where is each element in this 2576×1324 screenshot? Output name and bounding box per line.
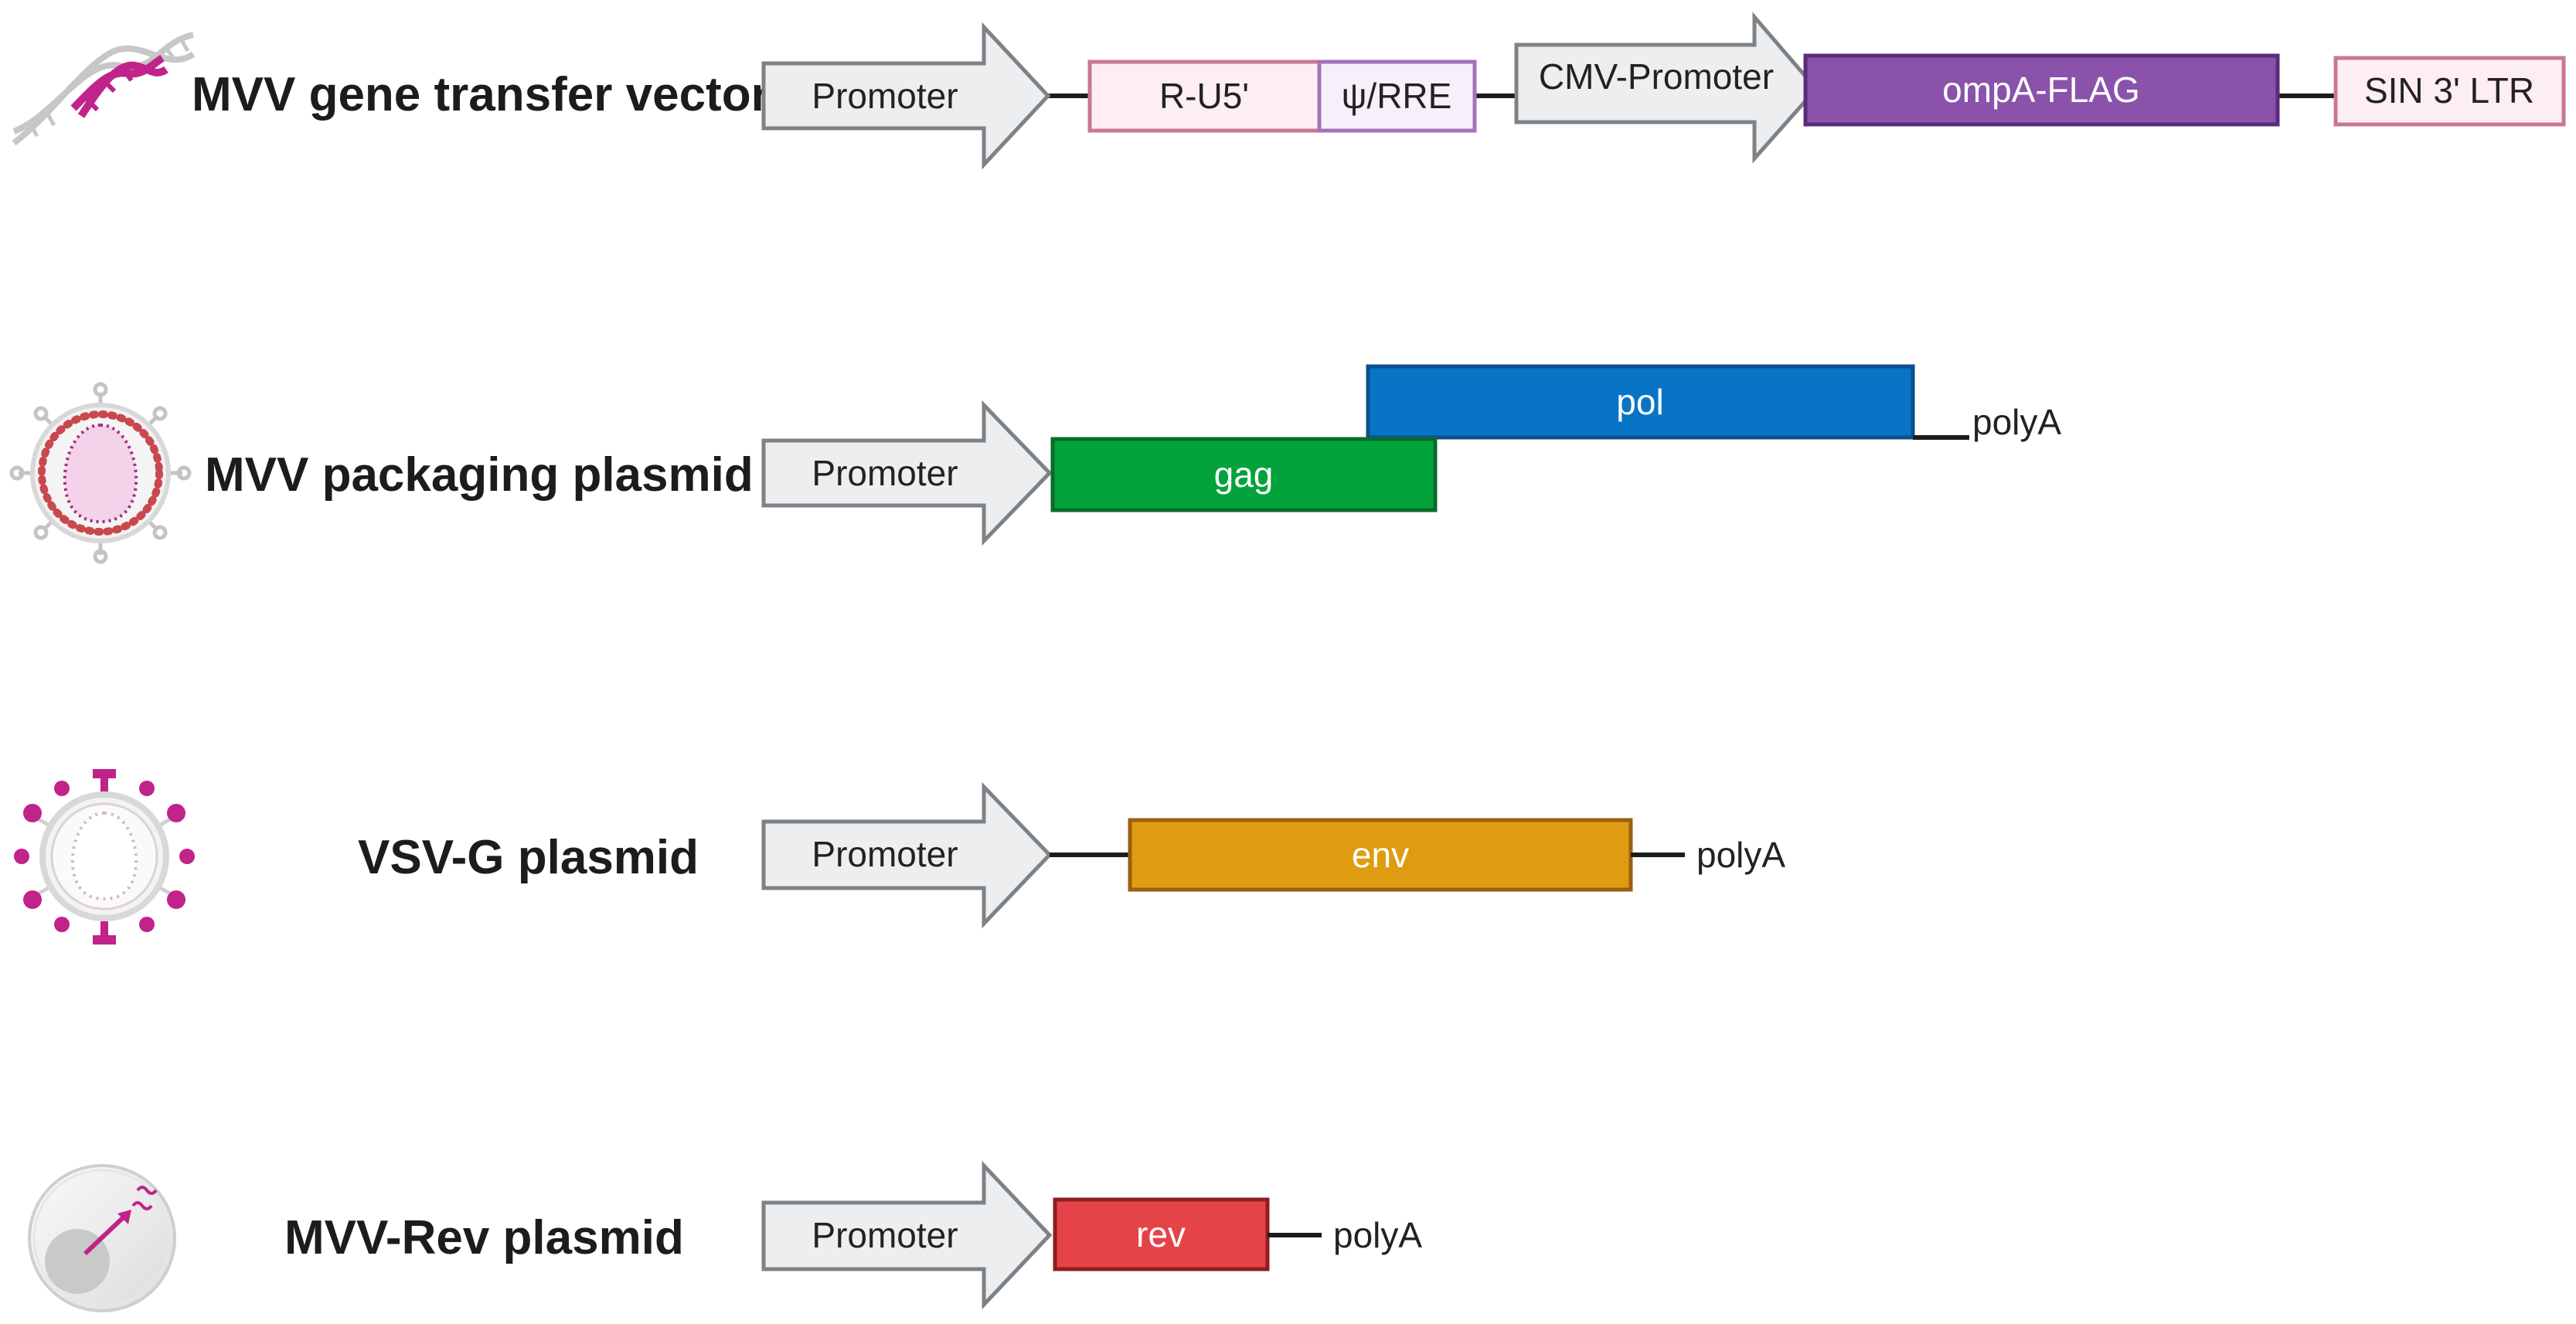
rev-label: rev [1136, 1214, 1186, 1254]
ompa-flag-element: ompA-FLAG [1803, 53, 2280, 127]
promoter-arrow: Promoter [761, 22, 1051, 170]
pol-label: pol [1616, 382, 1663, 422]
vsvg-title: VSV-G plasmid [358, 831, 699, 884]
dna-helix-icon [12, 32, 196, 146]
polya-label: polyA [1696, 835, 1785, 875]
r-u5-element: R-U5' [1087, 60, 1322, 133]
cmv-promoter-label: CMV-Promoter [1539, 56, 1774, 97]
polya-label: polyA [1333, 1215, 1422, 1255]
row-vsvg-plasmid: VSV-G plasmid Promoter env polyA [14, 769, 1785, 944]
promoter-arrow: Promoter [761, 1160, 1053, 1310]
gag-gene: gag [1050, 437, 1438, 512]
promoter-label: Promoter [812, 453, 958, 493]
vector-title: MVV gene transfer vector [192, 68, 770, 121]
cmv-promoter-arrow: CMV-Promoter [1514, 12, 1819, 164]
env-gene: env [1128, 818, 1633, 892]
cell-transduction-icon [28, 1164, 176, 1312]
rev-gene: rev [1053, 1197, 1270, 1271]
sin-ltr-label: SIN 3' LTR [2364, 70, 2534, 111]
promoter-arrow: Promoter [761, 781, 1053, 929]
polya-label: polyA [1972, 402, 2061, 442]
row-gene-transfer-vector: MVV gene transfer vector Promoter R-U5' … [12, 12, 2566, 170]
row-rev-plasmid: MVV-Rev plasmid Promoter rev polyA [28, 1160, 1422, 1312]
pol-gene: pol [1366, 364, 1915, 440]
psi-rre-label: ψ/RRE [1342, 76, 1452, 116]
rev-title: MVV-Rev plasmid [284, 1211, 684, 1264]
ompa-flag-label: ompA-FLAG [1942, 70, 2140, 110]
gag-label: gag [1214, 454, 1274, 495]
promoter-label: Promoter [812, 834, 958, 874]
env-label: env [1352, 835, 1409, 875]
r-u5-label: R-U5' [1159, 76, 1249, 116]
row-packaging-plasmid: MVV packaging plasmid Promoter pol polyA… [9, 364, 2061, 564]
psi-rre-element: ψ/RRE [1317, 60, 1477, 133]
vsv-g-pseudotyped-virus-icon [14, 769, 195, 944]
promoter-label: Promoter [812, 1215, 958, 1255]
promoter-arrow: Promoter [761, 400, 1053, 546]
packaging-title: MVV packaging plasmid [205, 448, 754, 502]
promoter-label: Promoter [812, 76, 958, 116]
lentivirus-particle-icon [9, 382, 192, 564]
sin-ltr-element: SIN 3' LTR [2333, 56, 2566, 127]
